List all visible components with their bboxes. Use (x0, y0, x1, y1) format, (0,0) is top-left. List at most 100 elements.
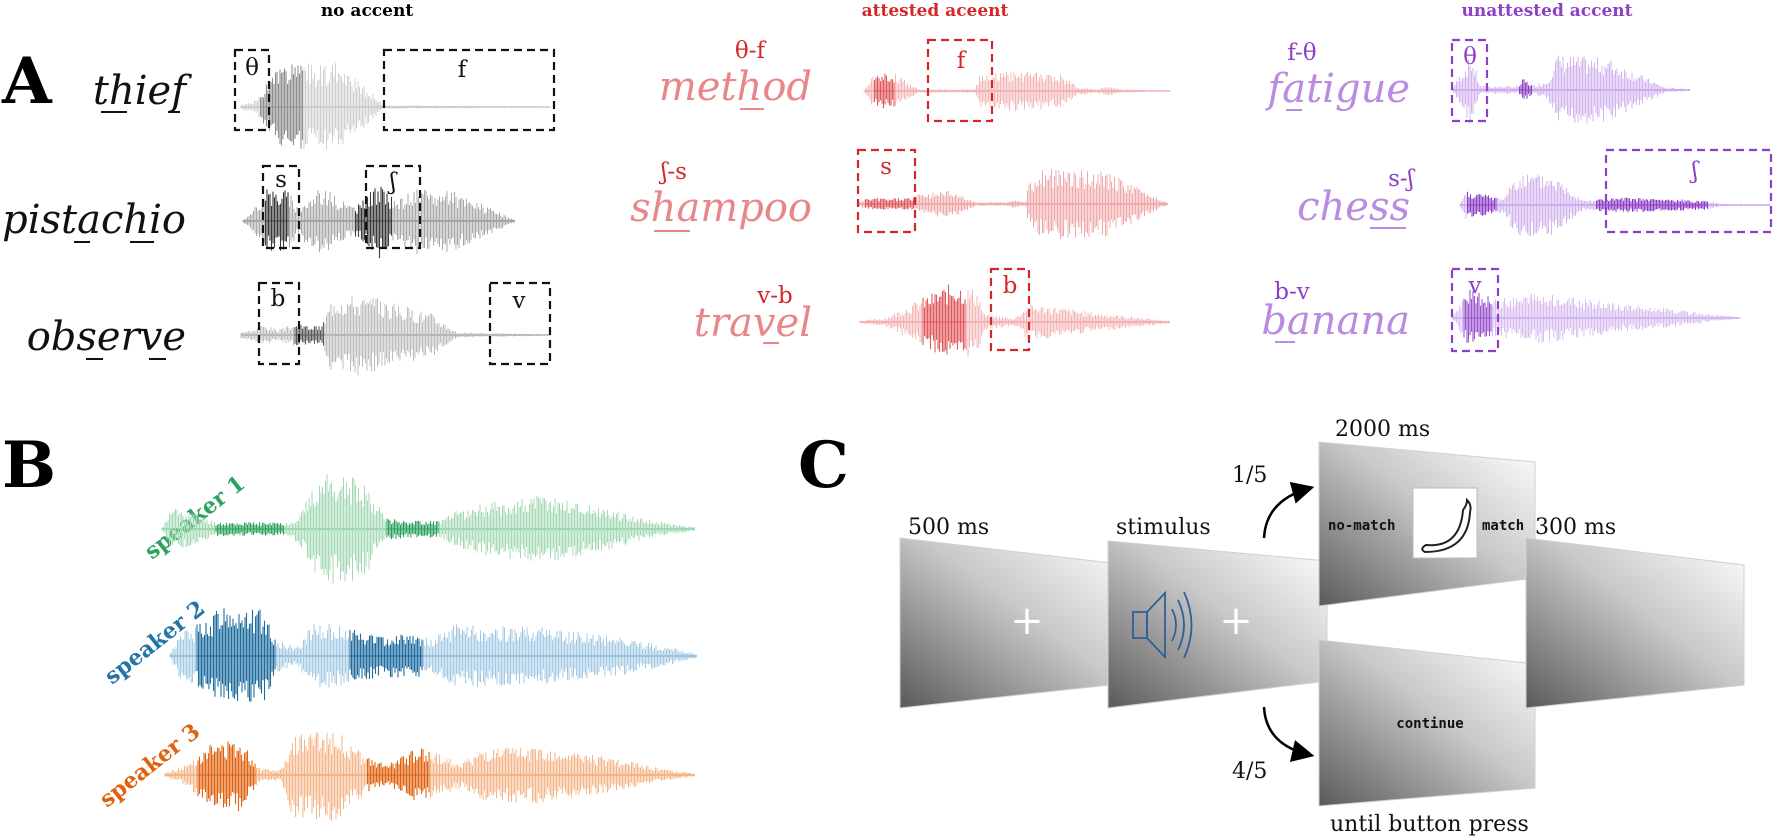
segment-box (233, 48, 271, 132)
waveform-dark (196, 608, 423, 702)
segment-box (488, 281, 552, 366)
speakers-panel: speaker 1 speaker 2 speaker 3 (95, 470, 697, 821)
waveform-light (863, 71, 1171, 111)
picture-duration: 2000 ms (1335, 417, 1430, 442)
fixation-cross: + (1010, 598, 1044, 644)
waveform-dark (1466, 191, 1709, 217)
waveform (1451, 289, 1741, 344)
segment-box (382, 48, 556, 132)
waveform (242, 186, 515, 259)
word-travel: travel (694, 300, 812, 346)
segment-label: b (1003, 273, 1018, 299)
segment-label: b (271, 286, 286, 312)
continue-label: continue (1396, 716, 1463, 732)
no-accent-column: thief θ f pistachio s ʃ observe b v (2, 48, 556, 376)
stimulus-screen (1107, 540, 1328, 709)
arrow-to-continue (1262, 706, 1315, 762)
pair-b-v: b-v (1274, 279, 1310, 305)
waveform-dark (922, 284, 966, 355)
attested-accent-column: θ-f method f ʃ-s shampoo s v-b travel b (630, 38, 1171, 357)
continue-screen (1318, 639, 1536, 807)
word-method: method (659, 64, 812, 110)
stimulus-cross: + (1219, 598, 1253, 644)
waveform-light (240, 63, 551, 150)
waveform-light (240, 296, 551, 376)
waveform-light (161, 474, 695, 584)
segment-box (1604, 148, 1773, 234)
panel-label-a: A (1, 44, 53, 119)
header-no-accent: no accent (321, 1, 414, 21)
segment-label: θ (1463, 44, 1477, 70)
until-button-press: until button press (1330, 812, 1529, 837)
banana-icon (1421, 497, 1472, 554)
waveform (857, 169, 1168, 239)
waveform (169, 608, 697, 702)
header-unattested-accent: unattested accent (1461, 1, 1632, 21)
waveform-light (859, 289, 1170, 357)
waveform (164, 732, 695, 821)
pair-s-sh: s-ʃ (1388, 166, 1416, 192)
fixation-duration: 500 ms (908, 515, 989, 540)
segment-label: v (512, 288, 526, 314)
probability-continue: 4/5 (1232, 759, 1267, 784)
header-attested-accent: attested aceent (862, 1, 1009, 21)
probability-picture: 1/5 (1232, 463, 1267, 488)
waveform (161, 474, 695, 584)
waveform-dark (864, 198, 915, 210)
waveform-light (164, 732, 695, 821)
waveform-dark (264, 186, 393, 259)
blank-duration: 300 ms (1535, 515, 1616, 540)
word-observe: observe (27, 314, 186, 360)
segment-label: θ (245, 55, 259, 81)
segment-box (1450, 38, 1489, 123)
segment-box (261, 164, 301, 250)
segment-label: f (458, 57, 468, 83)
segment-label: s (880, 154, 892, 180)
word-banana: banana (1261, 298, 1410, 344)
waveform-dark (259, 64, 304, 149)
waveform-dark (197, 741, 430, 811)
word-pistachio: pistachio (2, 197, 186, 243)
pair-f-theta: f-θ (1287, 40, 1316, 66)
segment-box (856, 148, 917, 234)
waveform (863, 71, 1171, 111)
waveform (1459, 174, 1770, 237)
word-fatigue: fatigue (1264, 66, 1410, 112)
waveform-light (1459, 174, 1770, 237)
arrow-to-picture (1262, 481, 1315, 539)
panel-label-b: B (2, 428, 56, 503)
segment-label: v (1468, 273, 1482, 299)
segment-label: s (275, 167, 287, 193)
match-label: match (1482, 518, 1524, 534)
segment-box (926, 38, 994, 123)
waveform-light (242, 189, 515, 255)
trial-procedure: + 500 ms + stimulus no-match match 2000 … (899, 417, 1745, 837)
segment-box (1450, 267, 1500, 353)
no-match-label: no-match (1328, 518, 1395, 534)
unattested-accent-column: f-θ fatigue θ s-ʃ chess ʃ b-v banana v (1261, 38, 1773, 353)
speaker-icon (1132, 590, 1193, 660)
segment-label: ʃ (387, 169, 398, 195)
stimulus-label: stimulus (1116, 515, 1211, 540)
pair-sh-s: ʃ-s (658, 159, 687, 185)
panel-label-c: C (798, 428, 849, 503)
segment-box (364, 164, 422, 250)
waveform-light (1451, 293, 1741, 343)
waveform (240, 63, 551, 150)
segment-box (257, 281, 301, 366)
segment-label: ʃ (1689, 158, 1700, 184)
waveform (1451, 55, 1690, 124)
pair-theta-f: θ-f (735, 38, 767, 64)
waveform-dark (873, 73, 895, 109)
pair-v-b: v-b (756, 283, 793, 309)
waveform-dark (1518, 79, 1533, 99)
segment-box (989, 267, 1031, 352)
waveform-dark (1463, 289, 1492, 344)
word-thief: thief (93, 68, 192, 114)
waveform-light (169, 624, 697, 688)
word-shampoo: shampoo (630, 185, 812, 231)
word-chess: chess (1297, 184, 1410, 230)
blank-screen (1525, 537, 1745, 709)
waveform-dark (215, 518, 439, 540)
segment-label: f (957, 48, 967, 74)
